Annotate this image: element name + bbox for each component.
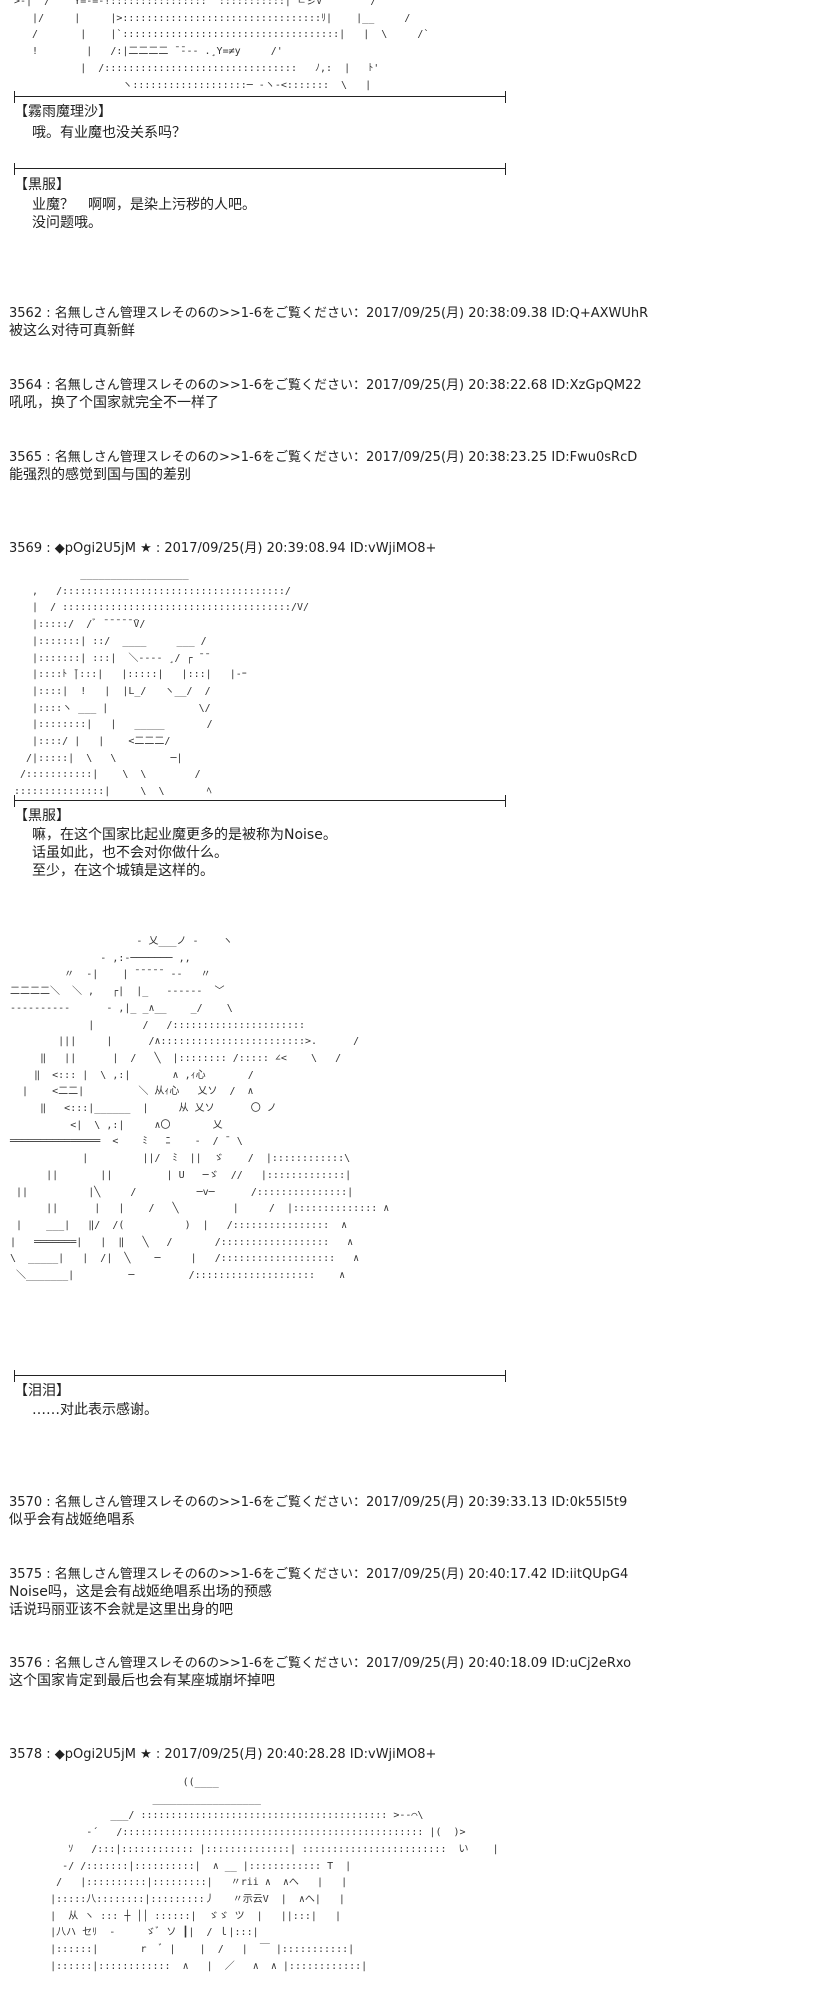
dialogue-line: 没问题哦。	[32, 215, 102, 231]
divider-line	[14, 1370, 506, 1382]
post-header: 3578 : ◆pOgi2U5jM ★ : 2017/09/25(月) 20:4…	[9, 1747, 437, 1762]
post-header: 3569 : ◆pOgi2U5jM ★ : 2017/09/25(月) 20:3…	[9, 541, 437, 556]
ascii-art-kurofuku: __________________ , /::::::::::::::::::…	[14, 569, 310, 798]
post-header: 3576 : 名無しさん管理スレその6の>>1-6をご覧ください：2017/09…	[9, 1656, 632, 1671]
divider-line	[14, 91, 506, 103]
dialogue-speaker: 【黒服】	[14, 177, 70, 193]
dialogue-line: 至少，在这个城镇是这样的。	[32, 863, 214, 879]
ascii-art-bottom: ((____ __________________ ___/ :::::::::…	[50, 1777, 499, 1972]
post-header: 3575 : 名無しさん管理スレその6の>>1-6をご覧ください：2017/09…	[9, 1567, 629, 1582]
divider-line	[14, 795, 506, 807]
ascii-art-namida: ‐ 乂___ノ ‐ ヽ ‐ ,:‐─────── ,, 〃 ‐| | ̄ ̄ ̄…	[10, 936, 390, 1282]
dialogue-line: 业魔？ 啊啊，是染上污秽的人吧。	[32, 197, 256, 213]
ascii-art-top: >-| / Y=-=-!::::::::::::::::¨¨::::::::::…	[14, 0, 430, 91]
post-body-line: Noise吗，这是会有战姬绝唱系出场的预感	[9, 1584, 272, 1600]
divider-line	[14, 163, 506, 175]
post-header: 3570 : 名無しさん管理スレその6の>>1-6をご覧ください：2017/09…	[9, 1495, 628, 1510]
dialogue-speaker: 【黒服】	[14, 808, 70, 824]
dialogue-line: 话虽如此，也不会对你做什么。	[32, 845, 228, 861]
dialogue-line: 嘛，在这个国家比起业魔更多的是被称为Noise。	[32, 827, 337, 843]
dialogue-line: 哦。有业魔也没关系吗？	[32, 125, 186, 141]
post-body-line: 似乎会有战姬绝唱系	[9, 1512, 135, 1528]
post-body-line: 被这么对待可真新鲜	[9, 323, 135, 339]
post-body-line: 能强烈的感觉到国与国的差别	[9, 467, 191, 483]
dialogue-speaker: 【霧雨魔理沙】	[14, 104, 112, 120]
post-header: 3564 : 名無しさん管理スレその6の>>1-6をご覧ください：2017/09…	[9, 378, 642, 393]
post-body-line: 话说玛丽亚该不会就是这里出身的吧	[9, 1602, 233, 1618]
dialogue-speaker: 【泪泪】	[14, 1383, 70, 1399]
post-body-line: 这个国家肯定到最后也会有某座城崩坏掉吧	[9, 1673, 275, 1689]
dialogue-line: ……对此表示感谢。	[32, 1402, 158, 1418]
post-body-line: 吼吼，换了个国家就完全不一样了	[9, 395, 219, 411]
post-header: 3565 : 名無しさん管理スレその6の>>1-6をご覧ください：2017/09…	[9, 450, 638, 465]
post-header: 3562 : 名無しさん管理スレその6の>>1-6をご覧ください：2017/09…	[9, 306, 649, 321]
